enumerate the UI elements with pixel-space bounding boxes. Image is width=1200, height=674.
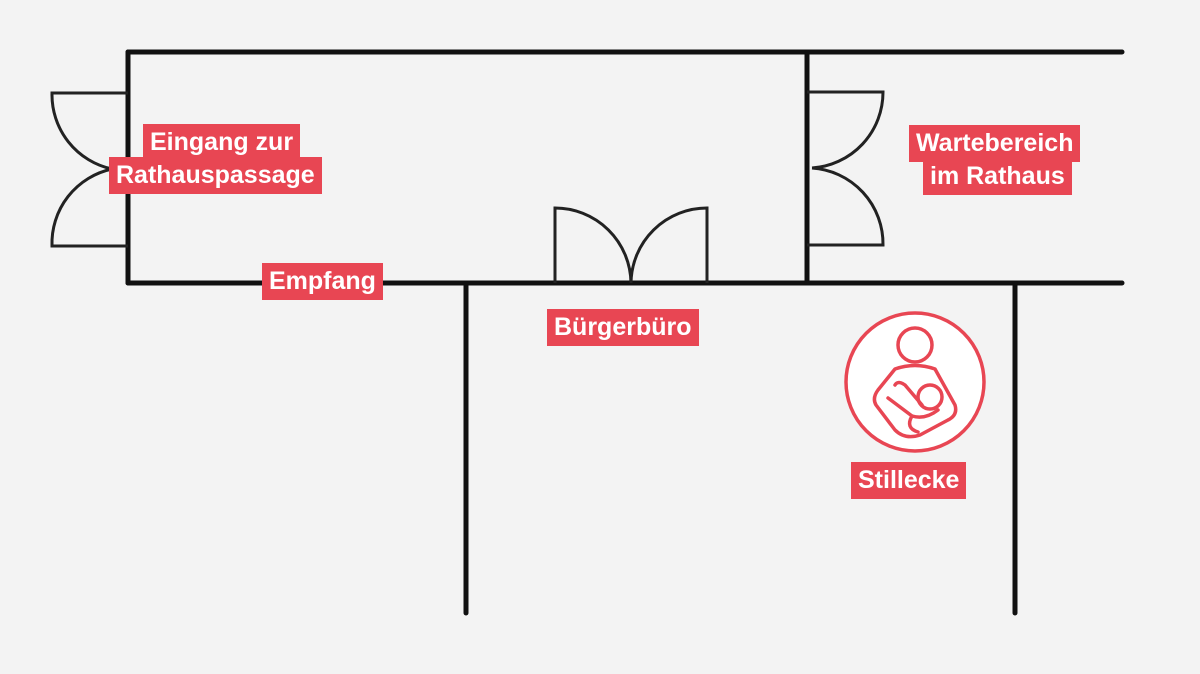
label-waiting-line2: im Rathaus: [923, 158, 1072, 195]
office-double-door: [553, 206, 709, 284]
breastfeeding-icon: [844, 311, 986, 453]
label-citizen-office: Bürgerbüro: [547, 309, 699, 346]
label-waiting-line1: Wartebereich: [909, 125, 1081, 162]
label-reception: Empfang: [262, 263, 383, 300]
doors: [50, 90, 885, 284]
label-entrance-line1: Eingang zur: [143, 124, 301, 161]
label-nursing-corner: Stillecke: [851, 462, 967, 499]
waiting-area-double-door: [807, 90, 885, 247]
entrance-double-door: [50, 91, 128, 248]
label-entrance-line2: Rathauspassage: [109, 157, 322, 194]
